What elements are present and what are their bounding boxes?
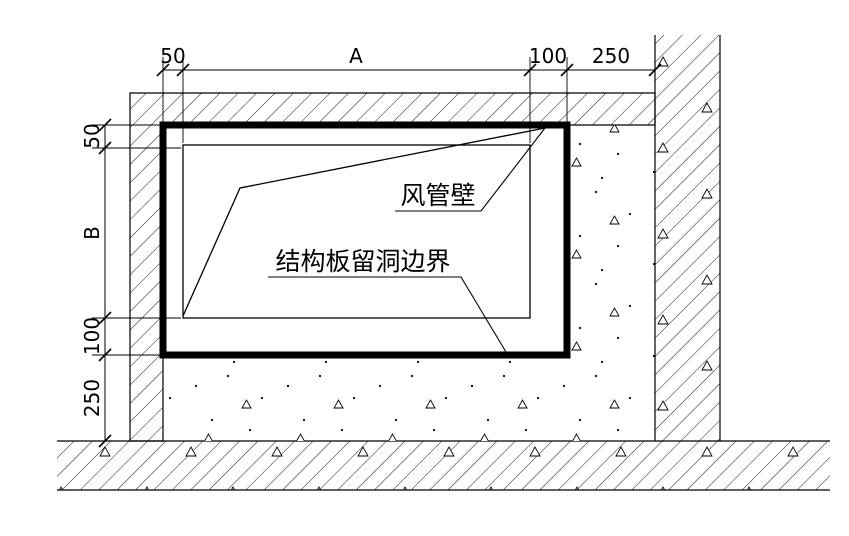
slab-opening-callout: 结构板留洞边界 [268, 247, 507, 353]
dim-tick [523, 63, 537, 77]
dim-top-50-label: 50 [160, 44, 185, 68]
dim-left-b-label: B [80, 226, 104, 240]
dim-tick [156, 63, 170, 77]
slab-opening-label: 结构板留洞边界 [275, 247, 450, 276]
dim-top-250-label: 250 [592, 44, 630, 68]
dim-left-250-label: 250 [80, 379, 104, 417]
dim-tick [98, 311, 112, 325]
duct-wall-rect [182, 144, 531, 319]
dim-tick [176, 63, 190, 77]
duct-oblique-lines [182, 127, 546, 317]
slab-opening-leader-line [268, 276, 507, 353]
slab-opening-boundary-rect [159, 121, 571, 359]
dim-tick [560, 63, 574, 77]
dim-top-a-label: A [349, 44, 363, 68]
concrete-infill [163, 125, 655, 441]
dimension-left: 50 B 100 250 [80, 118, 181, 448]
dim-top-100-label: 100 [529, 44, 567, 68]
dim-left-50-label: 50 [80, 123, 104, 148]
dim-tick [98, 118, 112, 132]
opening-interior [163, 125, 567, 355]
dim-tick [648, 63, 662, 77]
dim-tick [98, 348, 112, 362]
dim-left-100-label: 100 [80, 317, 104, 355]
dim-tick [98, 141, 112, 155]
duct-wall-leader-line [395, 127, 546, 212]
floor-section [57, 440, 830, 491]
dimension-top: 50 A 100 250 [156, 44, 662, 143]
dim-tick [98, 434, 112, 448]
duct-wall-label: 风管壁 [400, 181, 475, 210]
right-wall-section [654, 35, 721, 441]
duct-wall-callout: 风管壁 [395, 127, 546, 212]
